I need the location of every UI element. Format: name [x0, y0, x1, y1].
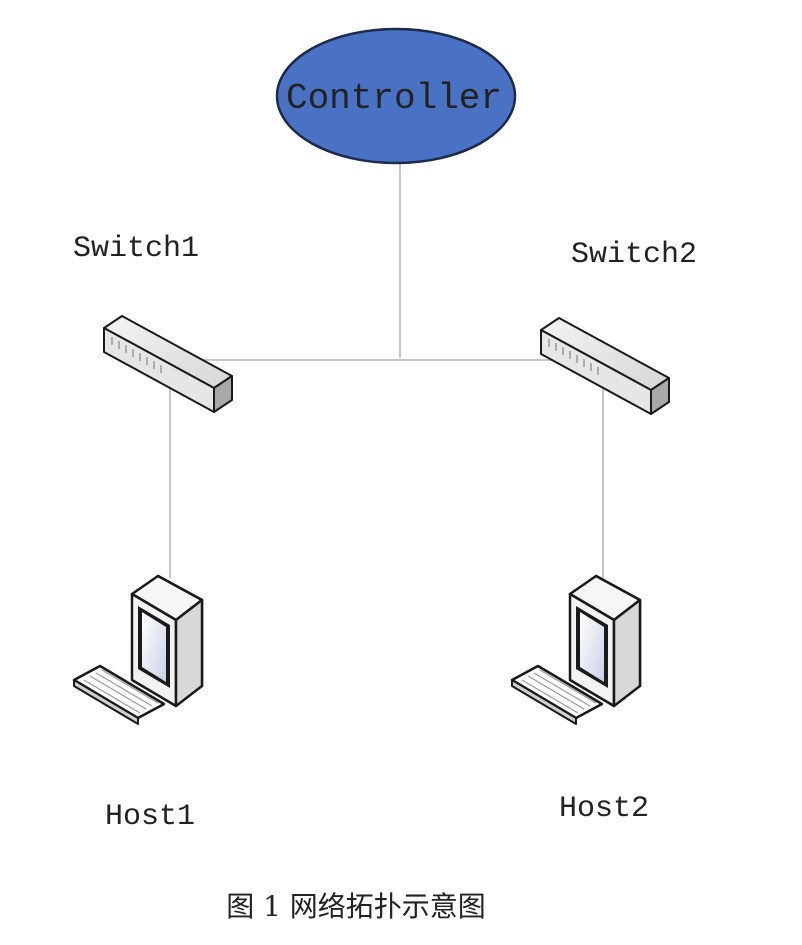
- switch1-label: Switch1: [73, 232, 199, 266]
- host2-label: Host2: [559, 792, 649, 826]
- host1-node: Host1: [72, 574, 204, 834]
- links: [169, 160, 604, 578]
- network-switch-icon: [103, 315, 233, 413]
- switch1-node: Switch1: [73, 232, 233, 413]
- desktop-computer-icon: [510, 574, 642, 726]
- host1-label: Host1: [105, 800, 195, 834]
- switch2-node: Switch2: [540, 238, 697, 415]
- controller-ellipse: [275, 27, 517, 165]
- network-switch-icon: [540, 317, 670, 415]
- host2-node: Host2: [510, 574, 649, 826]
- controller-label: Controller: [286, 78, 502, 119]
- controller-node: Controller: [275, 27, 517, 165]
- figure-caption: 图 1 网络拓扑示意图: [226, 890, 486, 923]
- desktop-computer-icon: [72, 574, 204, 726]
- switch2-label: Switch2: [571, 238, 697, 272]
